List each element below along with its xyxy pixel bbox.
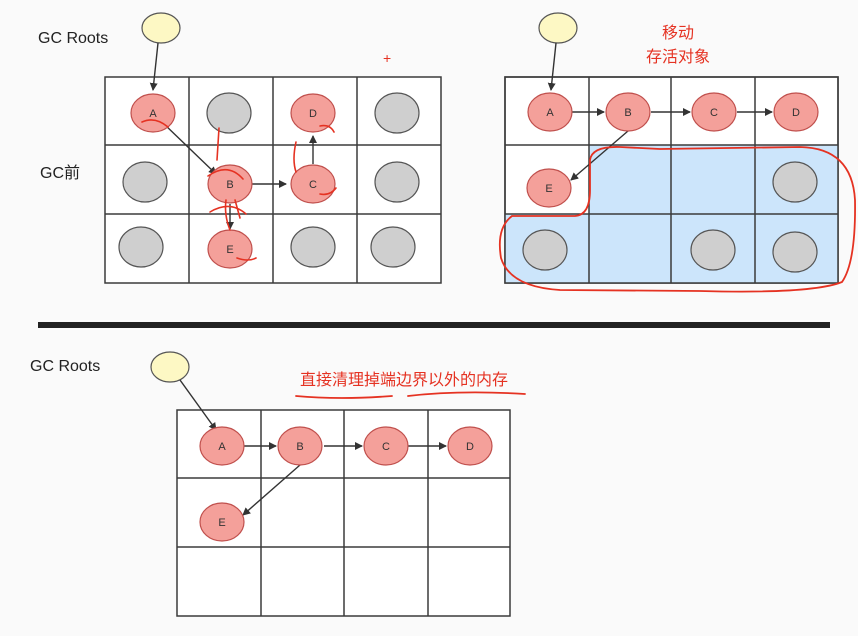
dead-object <box>690 229 736 271</box>
gc-root-node <box>141 12 181 44</box>
gc-before-label: GC前 <box>40 164 80 182</box>
svg-text:C: C <box>382 441 390 453</box>
plus-mark: + <box>383 50 391 66</box>
panel-after-clear: GC Roots 直接清理掉端边界以外的内存 A B <box>30 351 526 617</box>
live-object-b: B <box>277 426 323 466</box>
red-underline <box>295 391 526 399</box>
panel-before-gc: GC Roots GC前 + A <box>38 12 442 284</box>
live-object-d: D <box>773 92 819 132</box>
dead-object <box>522 229 568 271</box>
panel-move-live-objects: 移动 存活对象 A B C D E <box>498 12 856 293</box>
live-object-d: D <box>290 93 336 133</box>
svg-text:B: B <box>624 107 631 119</box>
annotation-move-line2: 存活对象 <box>646 48 710 66</box>
live-object-a: A <box>199 426 245 466</box>
gc-roots-label-bottom: GC Roots <box>30 358 100 375</box>
dead-object <box>122 161 168 203</box>
dead-object <box>370 226 416 268</box>
live-object-c: C <box>290 164 336 204</box>
red-outline-free-area <box>498 146 856 293</box>
red-scribbles <box>141 119 337 261</box>
dead-object <box>206 92 252 134</box>
live-object-e: E <box>526 168 572 208</box>
svg-text:D: D <box>466 441 474 453</box>
live-object-b: B <box>207 164 253 204</box>
gc-root-node <box>538 12 578 44</box>
annotation-clear: 直接清理掉端边界以外的内存 <box>300 371 508 389</box>
svg-text:C: C <box>309 179 317 191</box>
live-object-e: E <box>199 502 245 542</box>
dead-object <box>374 161 420 203</box>
live-object-a: A <box>527 92 573 132</box>
live-object-b: B <box>605 92 651 132</box>
svg-text:E: E <box>226 244 233 256</box>
dead-object <box>772 231 818 273</box>
svg-text:C: C <box>710 107 718 119</box>
svg-text:E: E <box>218 517 225 529</box>
svg-text:A: A <box>149 108 157 120</box>
live-object-c: C <box>691 92 737 132</box>
live-object-d: D <box>447 426 493 466</box>
dead-object <box>772 161 818 203</box>
gc-root-node <box>150 351 190 383</box>
dead-object <box>290 226 336 268</box>
dead-object <box>118 226 164 268</box>
dead-object <box>374 92 420 134</box>
live-object-c: C <box>363 426 409 466</box>
svg-text:A: A <box>546 107 554 119</box>
svg-text:B: B <box>296 441 303 453</box>
live-object-e: E <box>207 229 253 269</box>
svg-text:A: A <box>218 441 226 453</box>
svg-text:D: D <box>309 108 317 120</box>
svg-text:E: E <box>545 183 552 195</box>
annotation-move-line1: 移动 <box>662 24 694 42</box>
gc-roots-label-top: GC Roots <box>38 30 108 47</box>
section-divider <box>38 322 830 328</box>
svg-text:D: D <box>792 107 800 119</box>
svg-text:B: B <box>226 179 233 191</box>
